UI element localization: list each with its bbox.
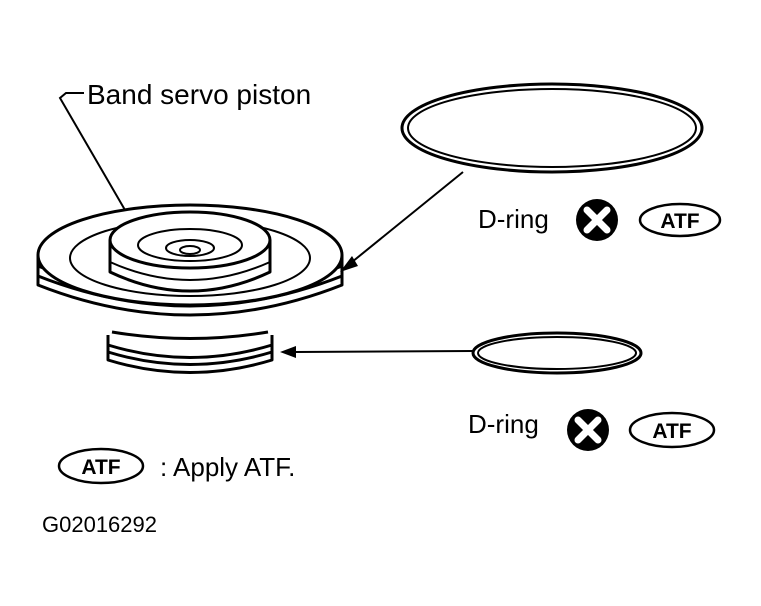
upper-ring-arrow-line <box>351 171 464 263</box>
seal-upper-label: D-ring <box>478 204 549 234</box>
lower-ring-arrowhead <box>280 346 296 358</box>
atf-oval-icon: ATF <box>57 447 145 485</box>
lower-ring-arrow-line <box>294 350 474 353</box>
atf-badge-legend: ATF <box>81 456 120 479</box>
leader-lines <box>58 92 474 353</box>
piston-stem <box>106 330 274 374</box>
legend-text: : Apply ATF. <box>160 452 295 482</box>
part-label-leader <box>58 92 126 211</box>
band-servo-piston <box>36 203 344 374</box>
atf-badge-lower: ATF <box>652 420 691 443</box>
atf-badge-upper: ATF <box>660 210 699 233</box>
seal-lower-label: D-ring <box>468 409 539 439</box>
atf-oval-icon: ATF <box>638 202 722 238</box>
figure-id: G02016292 <box>42 512 157 537</box>
d-ring-upper <box>400 82 704 174</box>
part-label: Band servo piston <box>87 79 311 110</box>
x-in-circle-icon <box>576 199 618 241</box>
atf-oval-icon: ATF <box>628 411 716 449</box>
upper-ring-arrowhead <box>340 256 358 272</box>
x-in-circle-icon <box>567 409 609 451</box>
arrowheads <box>280 256 358 358</box>
d-ring-lower <box>471 331 643 375</box>
